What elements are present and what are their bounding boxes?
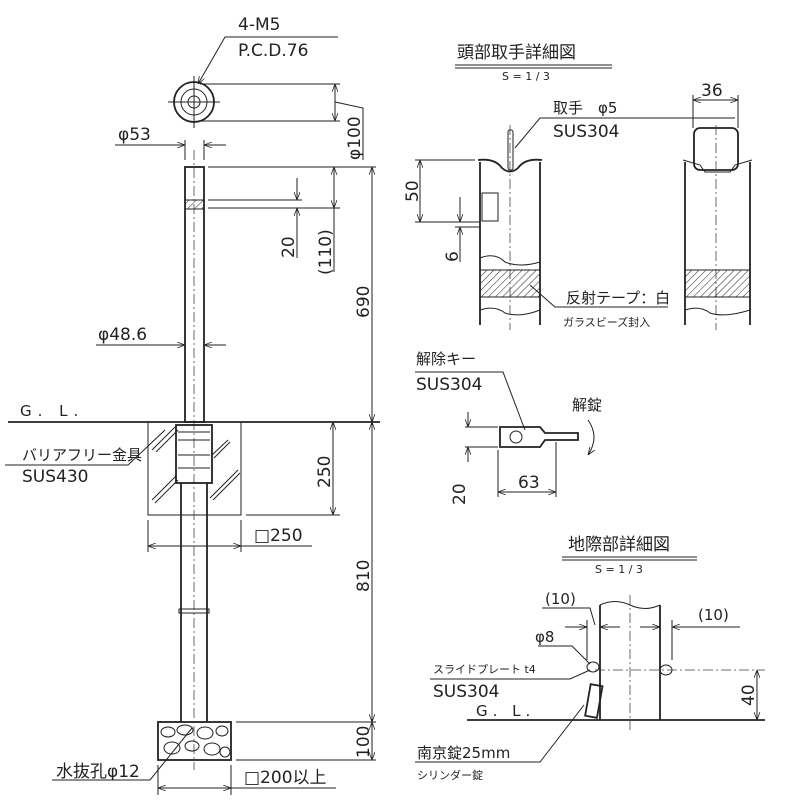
lock-type-label: シリンダー錠	[417, 768, 483, 782]
unlock-label: 解錠	[572, 396, 602, 414]
ground-level-label: G. L.	[20, 402, 84, 420]
main-view: 4-M5 P.C.D.76 φ100 φ53 φ48.6 20 (110)	[5, 15, 380, 795]
padlock	[584, 683, 604, 719]
concrete-foundation	[147, 421, 242, 516]
dim-50-label: 50	[403, 180, 423, 202]
head-plan-view: 4-M5 P.C.D.76 φ100	[168, 15, 365, 160]
head-detail-scale: S = 1 / 3	[502, 70, 550, 83]
drain-hole-label: 水抜孔φ12	[56, 762, 140, 782]
fitting-material-label: SUS430	[22, 467, 88, 487]
top-diameter-label: φ53	[118, 125, 151, 145]
ground-detail-title: 地際部詳細図	[568, 535, 670, 555]
foundation-size-label: □250	[254, 526, 303, 546]
key-dim-20-label: 20	[450, 483, 470, 505]
tape-label: 反射テープ：白	[566, 289, 670, 307]
buried-length-label: 810	[354, 560, 374, 592]
ground-detail-scale: S = 1 / 3	[595, 563, 643, 576]
handle-label: 取手 φ5	[553, 99, 617, 117]
reflective-band	[184, 199, 205, 210]
ground-detail: 地際部詳細図 S = 1 / 3 (10) (10) φ8 スライドプレート t…	[415, 535, 765, 782]
gravel-size-label: □200以上	[244, 768, 327, 788]
band-offset-label: (110)	[316, 229, 336, 275]
head-diameter-label: φ100	[345, 116, 365, 160]
tape-note: ガラスビーズ封入	[563, 315, 650, 329]
release-key	[499, 426, 579, 448]
foundation-depth-label: 250	[315, 456, 335, 488]
handle-material-label: SUS304	[553, 122, 619, 142]
lock-label: 南京錠25mm	[417, 744, 510, 762]
key-detail: 解除キー SUS304 解錠 20 63	[415, 350, 602, 505]
plate-label: スライドプレート t4	[433, 663, 536, 676]
dim-6-label: 6	[443, 251, 463, 262]
pcd-label: P.C.D.76	[238, 41, 308, 61]
head-detail: 頭部取手詳細図 S = 1 / 3 取手 φ5 SUS304 50 6 36	[403, 43, 753, 330]
band-height-label: 20	[279, 236, 299, 258]
barrier-free-fitting	[175, 424, 213, 484]
height-above-ground-label: 690	[354, 286, 374, 318]
dim-left-label: (10)	[545, 590, 576, 608]
pipe-diameter-label: φ48.6	[98, 325, 147, 345]
gravel-depth-label: 100	[354, 726, 374, 758]
key-material-label: SUS304	[416, 375, 482, 395]
plate-material-label: SUS304	[433, 682, 499, 702]
key-dim-63-label: 63	[518, 473, 540, 493]
head-detail-title: 頭部取手詳細図	[457, 43, 576, 63]
dim-40-label: 40	[739, 684, 759, 706]
head-holes-label: 4-M5	[238, 15, 280, 35]
dim-right-label: (10)	[698, 606, 729, 624]
fitting-name-label: バリアフリー金具	[22, 446, 142, 464]
ground-detail-gl-label: G. L.	[476, 702, 535, 720]
key-label: 解除キー	[416, 350, 476, 368]
gravel-base	[157, 721, 232, 761]
hole-label: φ8	[535, 628, 554, 646]
dim-36-label: 36	[701, 81, 723, 101]
